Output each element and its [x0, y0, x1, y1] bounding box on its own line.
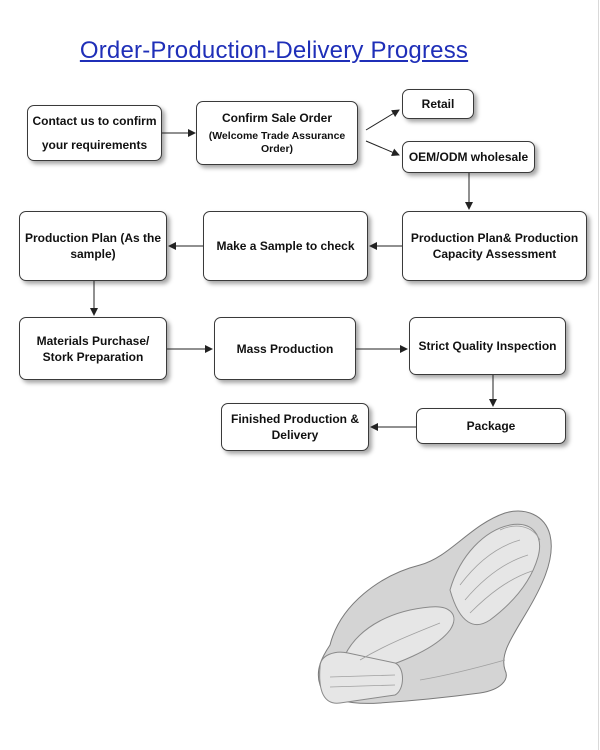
node-inspection-label: Strict Quality Inspection — [418, 339, 557, 353]
node-oem-label: OEM/ODM wholesale — [408, 150, 529, 164]
node-confirm-sale-order: Confirm Sale Order (Welcome Trade Assura… — [196, 101, 358, 165]
node-package: Package — [416, 408, 566, 444]
node-capacity-assessment: Production Plan& Production Capacity Ass… — [402, 211, 587, 281]
arrow-confirm-to-oem — [365, 140, 400, 156]
node-mass-label: Mass Production — [236, 341, 334, 356]
node-oem-odm-wholesale: OEM/ODM wholesale — [402, 141, 535, 173]
node-retail-label: Retail — [421, 97, 455, 111]
node-finished-delivery: Finished Production & Delivery — [221, 403, 369, 451]
node-contact-requirements: Contact us to confirm your requirements — [27, 105, 162, 161]
massage-chair-illustration — [317, 510, 552, 704]
node-contact-line1: Contact us to confirm — [32, 114, 157, 128]
node-make-sample: Make a Sample to check — [203, 211, 368, 281]
page-edge-line — [598, 0, 599, 750]
node-confirm-line2: (Welcome Trade Assurance Order) — [208, 130, 346, 155]
node-retail: Retail — [402, 89, 474, 119]
node-production-plan: Production Plan (As the sample) — [19, 211, 167, 281]
node-capacity-label: Production Plan& Production Capacity Ass… — [410, 231, 579, 261]
node-contact-line2: your requirements — [41, 138, 148, 152]
node-materials-purchase: Materials Purchase/ Stork Preparation — [19, 317, 167, 380]
node-sample-label: Make a Sample to check — [216, 239, 355, 253]
node-quality-inspection: Strict Quality Inspection — [409, 317, 566, 375]
node-confirm-line1: Confirm Sale Order — [221, 111, 333, 125]
node-mass-production: Mass Production — [214, 317, 356, 380]
node-finished-label: Finished Production & Delivery — [231, 412, 359, 442]
node-package-label: Package — [466, 419, 516, 433]
arrow-confirm-to-retail — [365, 109, 400, 131]
diagram-title[interactable]: Order-Production-Delivery Progress — [79, 37, 469, 64]
node-materials-label: Materials Purchase/ Stork Preparation — [36, 333, 150, 364]
node-plan-label: Production Plan (As the sample) — [24, 231, 161, 261]
